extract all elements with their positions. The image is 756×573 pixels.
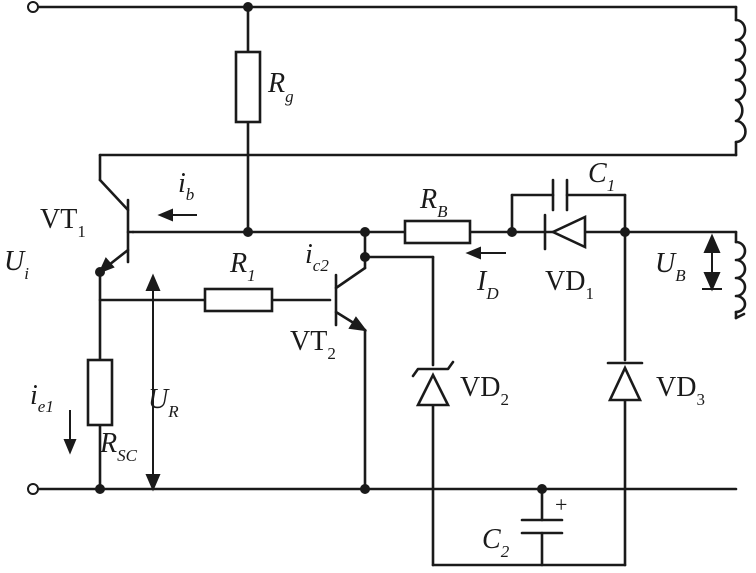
arrow-ib [157,208,197,222]
vd2-bar [411,360,455,378]
label-c2: C2 [482,524,510,561]
junction-dot [507,227,517,237]
label-ur: UR [148,384,179,421]
vt1-emitter-arrow [98,257,115,274]
junction-dot [243,2,253,12]
label-vd3: VD3 [656,372,705,409]
label-id: ID [476,266,499,303]
label-vd1: VD1 [545,266,594,303]
arrow-ie1 [63,410,77,455]
ub-arrow-head-bottom [703,272,721,292]
label-r1: R1 [229,248,256,285]
junctions [95,2,630,494]
wire-vt1-collector-diag [98,178,130,212]
capacitor-c1 [551,178,569,212]
transformer-coil-secondary [734,240,747,320]
vd3-triangle [607,364,643,402]
label-vt2: VT2 [290,326,336,363]
transistor-vt1 [98,198,135,274]
coil-primary [734,18,747,144]
id-arrow-head [465,246,481,260]
label-vd2: VD2 [460,372,509,409]
label-vt1: VT1 [40,204,86,241]
arrow-ur [145,273,161,492]
transformer-coil-primary [734,18,747,144]
label-c1: C1 [588,158,615,195]
diode-vd1 [543,213,587,251]
vd2-triangle [415,372,451,407]
label-rb: RB [419,184,448,221]
coil-secondary [734,240,747,314]
ib-arrow-head [157,208,173,222]
ur-arrow-head-top [145,273,161,291]
label-c2-plus: + [555,492,567,517]
junction-dot [360,227,370,237]
resistor-rsc [86,358,114,427]
label-ic2: ic2 [305,239,329,275]
label-rsc: RSC [99,428,138,465]
input-terminal-top [27,1,39,13]
capacitor-c2 [520,518,564,535]
label-ub: UB [655,248,686,285]
resistor-rg [234,50,262,124]
wires [36,5,738,567]
resistor-r1 [203,287,274,313]
junction-dot [243,227,253,237]
junction-dot [537,484,547,494]
resistor-rb [403,219,472,245]
label-ui: Ui [4,246,29,283]
transistor-vt2 [334,273,368,332]
junction-dot [95,484,105,494]
ub-arrow-head-top [703,233,721,253]
vt2-emitter-arrow [348,316,368,332]
ur-arrow-head-bottom [145,474,161,492]
coil-secondary-tail [734,312,746,320]
junction-dot [360,252,370,262]
wire-vt2-collector [334,266,367,290]
ie1-arrow-head [63,439,77,455]
label-rg: Rg [267,68,294,106]
label-ib: ib [178,168,194,204]
arrow-ub [702,233,722,292]
zener-vd2 [411,360,455,407]
label-ie1: ie1 [30,380,54,416]
junction-dot [360,484,370,494]
arrow-id [465,246,506,260]
junction-dot [620,227,630,237]
vd1-triangle [549,214,587,250]
diode-vd3 [606,361,644,402]
input-terminal-bottom [27,483,39,495]
